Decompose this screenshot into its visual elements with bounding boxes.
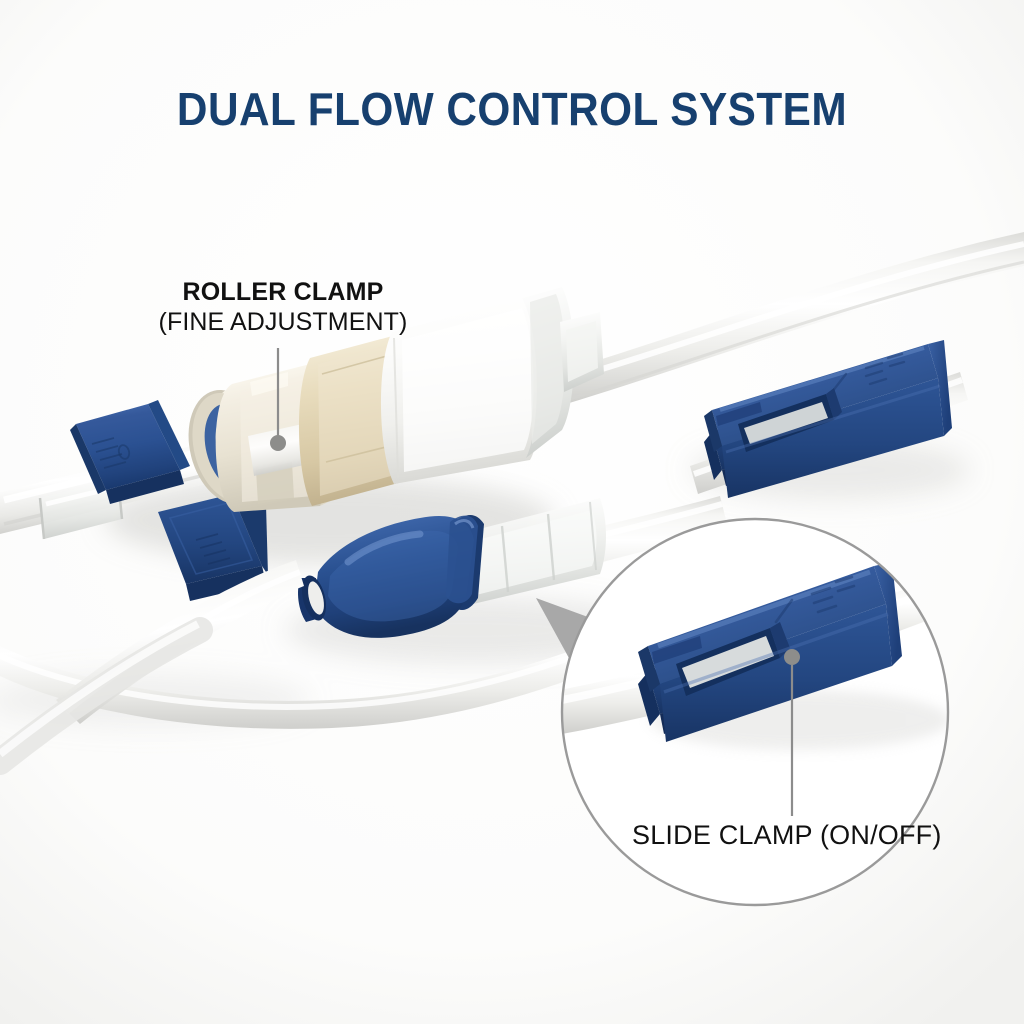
- drip-chamber: [298, 287, 604, 506]
- callout-roller-clamp-subtitle: (FINE ADJUSTMENT): [158, 307, 408, 336]
- callout-slide-clamp: SLIDE CLAMP (ON/OFF): [632, 820, 942, 850]
- clear-sleeve: [452, 498, 606, 608]
- page-title: DUAL FLOW CONTROL SYSTEM: [176, 83, 848, 135]
- leader-slide-clamp: [784, 649, 800, 816]
- roller-clamp-assembly: [70, 287, 604, 601]
- magnifier-circle: [560, 517, 950, 907]
- roller-clamp-wing-upper: [70, 400, 190, 504]
- tube-upper: [560, 232, 1024, 404]
- slide-clamp-emboss: [830, 352, 906, 394]
- callout-roller-clamp-title: ROLLER CLAMP: [182, 278, 384, 306]
- callout-roller-clamp: ROLLER CLAMP (FINE ADJUSTMENT): [152, 278, 414, 337]
- leader-dot-slide: [784, 649, 800, 665]
- leader-roller-clamp: [270, 348, 286, 451]
- roller-clamp-wing-lower: [158, 494, 268, 601]
- luer-connector: [298, 515, 484, 638]
- slide-clamp-main[interactable]: [690, 340, 968, 498]
- luer-connector-group: [0, 496, 728, 775]
- leader-dot-roller: [270, 435, 286, 451]
